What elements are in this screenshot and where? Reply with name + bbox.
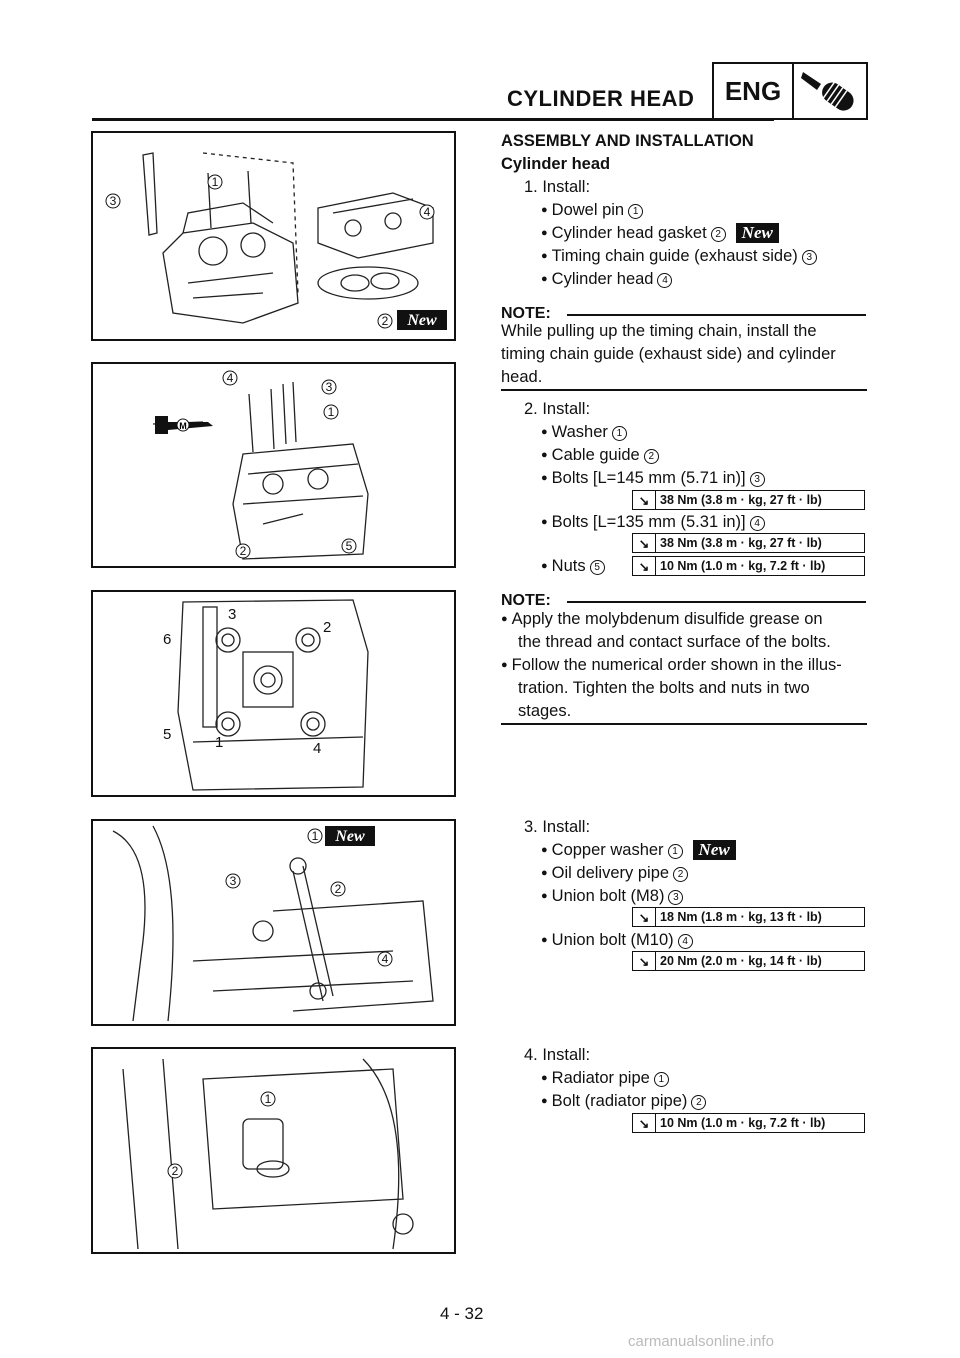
svg-text:2: 2 xyxy=(240,544,247,558)
callout-1: 1 xyxy=(212,175,219,189)
list-item: Union bolt (M8)3 xyxy=(541,885,684,908)
torque-spec: ↘20 Nm (2.0 m · kg, 14 ft · lb) xyxy=(632,951,865,971)
note-text: While pulling up the timing chain, insta… xyxy=(501,322,836,386)
watermark: carmanualsonline.info xyxy=(628,1333,774,1350)
list-item: Bolts [L=145 mm (5.71 in)]3 xyxy=(541,467,765,490)
note-heading: NOTE: xyxy=(501,592,551,609)
note-rule xyxy=(501,389,867,391)
svg-text:4: 4 xyxy=(227,371,234,385)
torque-spec: ↘10 Nm (1.0 m · kg, 7.2 ft · lb) xyxy=(632,1113,865,1133)
step3-label: 3. Install: xyxy=(524,818,591,836)
header-rule xyxy=(92,118,774,121)
new-tag: New xyxy=(692,840,736,860)
note-rule xyxy=(567,314,866,316)
svg-text:1: 1 xyxy=(312,829,319,843)
figure-cylinder-head-assembly: 1 3 4 2 New xyxy=(91,131,456,341)
svg-text:4: 4 xyxy=(313,740,321,757)
svg-text:6: 6 xyxy=(163,631,171,648)
step2-label: 2. Install: xyxy=(524,400,591,418)
svg-text:2: 2 xyxy=(172,1164,179,1178)
svg-text:3: 3 xyxy=(228,606,236,623)
figure-bolts-installation: M 4 3 1 2 5 xyxy=(91,362,456,568)
section-title: CYLINDER HEAD xyxy=(507,86,695,111)
torque-wrench-icon: ↘ xyxy=(633,534,656,552)
svg-text:1: 1 xyxy=(215,734,223,751)
svg-text:5: 5 xyxy=(163,726,171,743)
torque-spec: ↘38 Nm (3.8 m · kg, 27 ft · lb) xyxy=(632,533,865,553)
svg-text:3: 3 xyxy=(326,380,333,394)
callout-3: 3 xyxy=(110,194,117,208)
step1-label: 1. Install: xyxy=(524,178,591,196)
torque-spec: ↘10 Nm (1.0 m · kg, 7.2 ft · lb) xyxy=(632,556,865,576)
note-heading: NOTE: xyxy=(501,305,551,322)
eng-tab: ENG xyxy=(712,62,868,120)
callout-4: 4 xyxy=(424,205,431,219)
list-item: Union bolt (M10)4 xyxy=(541,929,693,952)
page-number: 4 - 32 xyxy=(440,1304,484,1323)
note-rule xyxy=(501,723,867,725)
svg-text:5: 5 xyxy=(346,539,353,553)
svg-text:3: 3 xyxy=(230,874,237,888)
list-item: Timing chain guide (exhaust side)3 xyxy=(541,245,817,268)
svg-text:4: 4 xyxy=(382,952,389,966)
new-tag: New xyxy=(406,312,437,329)
callout-2: 2 xyxy=(382,314,389,328)
step4-label: 4. Install: xyxy=(524,1046,591,1064)
figure-oil-delivery-pipe: 1 3 2 4 New xyxy=(91,819,456,1026)
torque-wrench-icon: ↘ xyxy=(633,952,656,970)
torque-wrench-icon: ↘ xyxy=(633,491,656,509)
list-item: Bolts [L=135 mm (5.31 in)]4 xyxy=(541,511,765,534)
svg-text:1: 1 xyxy=(265,1092,272,1106)
eng-label: ENG xyxy=(714,64,794,118)
svg-text:2: 2 xyxy=(335,882,342,896)
torque-spec: ↘38 Nm (3.8 m · kg, 27 ft · lb) xyxy=(632,490,865,510)
new-tag: New xyxy=(735,223,779,243)
section-heading: ASSEMBLY AND INSTALLATION xyxy=(501,132,754,150)
svg-text:New: New xyxy=(334,828,365,845)
figure-radiator-pipe: 1 2 xyxy=(91,1047,456,1254)
note-text: Apply the molybdenum disulfide grease on… xyxy=(501,608,867,723)
note-rule xyxy=(567,601,866,603)
svg-text:1: 1 xyxy=(328,405,335,419)
torque-wrench-icon: ↘ xyxy=(633,557,656,575)
moly-grease-mark: M xyxy=(179,421,187,431)
svg-text:2: 2 xyxy=(323,619,331,636)
section-subheading: Cylinder head xyxy=(501,155,611,173)
torque-spec: ↘18 Nm (1.8 m · kg, 13 ft · lb) xyxy=(632,907,865,927)
torque-wrench-icon: ↘ xyxy=(633,908,656,926)
torque-wrench-icon: ↘ xyxy=(633,1114,656,1132)
figure-tightening-order: 3 2 6 5 1 4 xyxy=(91,590,456,797)
wrench-engine-icon xyxy=(794,64,866,118)
list-item: Bolt (radiator pipe)2 xyxy=(541,1090,707,1113)
